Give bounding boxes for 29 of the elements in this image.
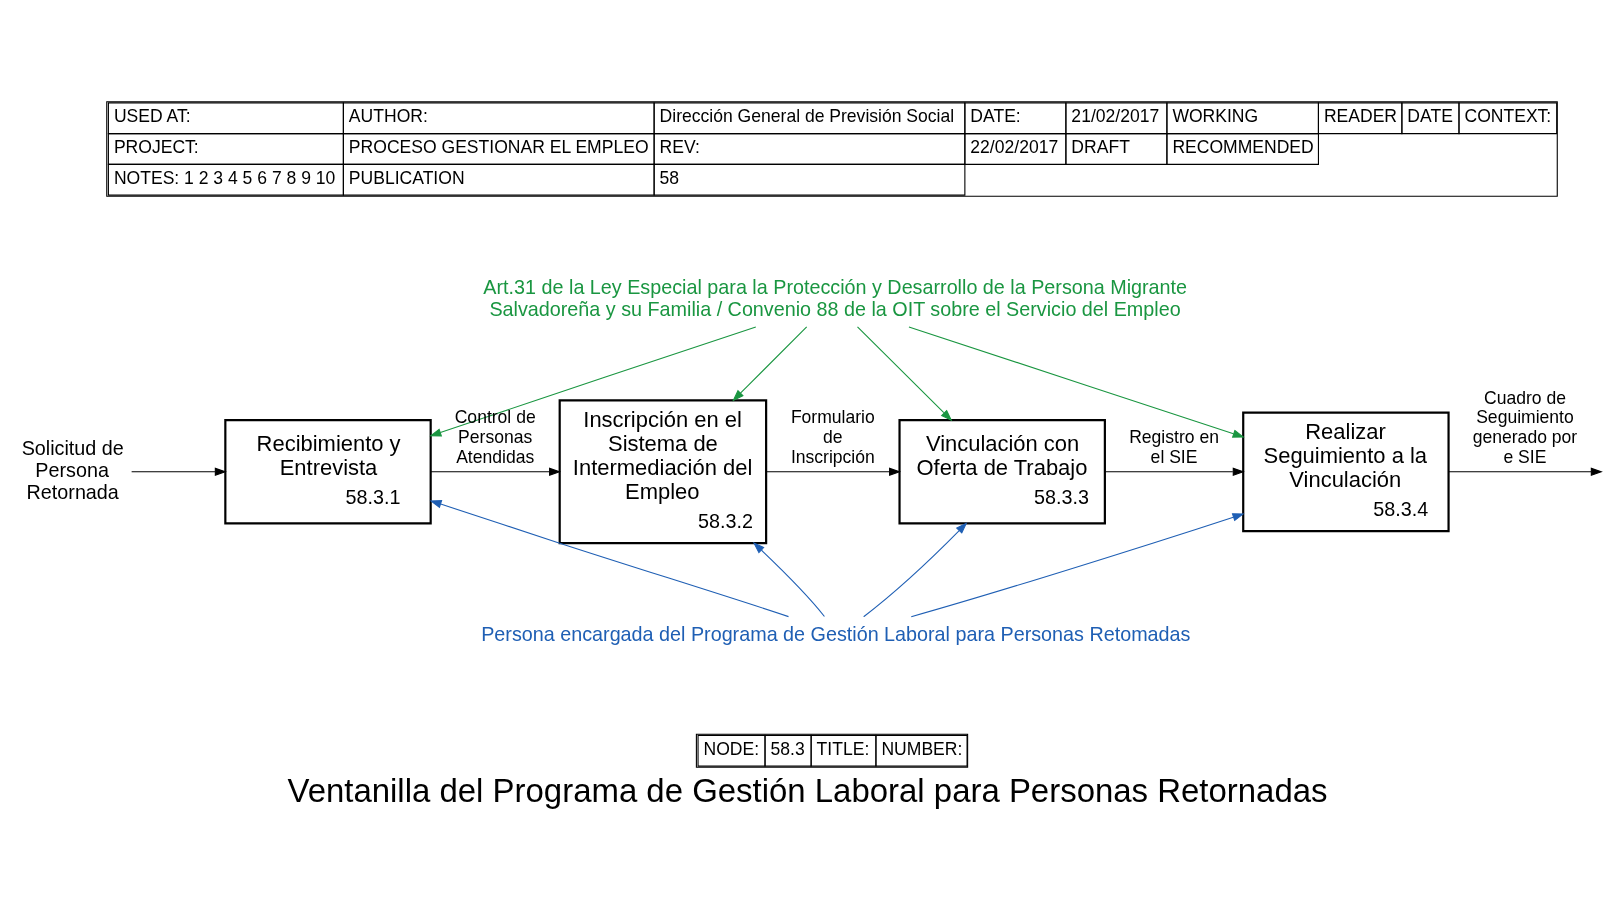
label: DRAFT [1071,136,1130,157]
node-text: Solicitud de Persona Retornada [21,436,124,503]
label: Dirección General de Previsión Social [659,105,955,126]
label: DATE [1407,105,1453,126]
edge-label: Registro en el SIE [1129,426,1219,467]
label: TITLE: [816,738,870,759]
label: READER [1323,105,1398,126]
label: CONTEXT: [1464,105,1552,126]
diagram-title: Ventanilla del Programa de Gestión Laboral para Personas Retornadas [287,771,1328,809]
node-text: Persona encargada del Programa de Gestión Laboral para Personas Retomadas [481,622,1191,645]
label: 58.3 [770,738,805,759]
edge-label: Cuadro de Seguimiento generado por e SIE [1472,387,1578,467]
label: DATE: [970,105,1021,126]
label: 21/02/2017 [1071,105,1160,126]
label: 22/02/2017 [970,136,1059,157]
label: PROCESO GESTIONAR EL EMPLEO [348,136,649,157]
label: 58 [659,167,680,188]
label: REV: [659,136,700,157]
label: WORKING [1172,105,1259,126]
label: NOTES: 1 2 3 4 5 6 7 8 9 10 [113,167,336,188]
label: PUBLICATION [348,167,465,188]
edge-label: Formulario de Inscripción [790,406,875,467]
node-text: Art.31 de la Ley Especial para la Protección y Desarrollo de la Persona Migrante Salvadoreña y su Familia / Convenio 88 de la OIT sobre el Servicio del Empleo [483,275,1188,320]
label: NUMBER: [881,738,963,759]
label: NODE: [703,738,760,759]
label: AUTHOR: [348,105,428,126]
label: RECOMMENDED [1172,136,1314,157]
label: PROJECT: [113,136,199,157]
label: USED AT: [113,105,191,126]
